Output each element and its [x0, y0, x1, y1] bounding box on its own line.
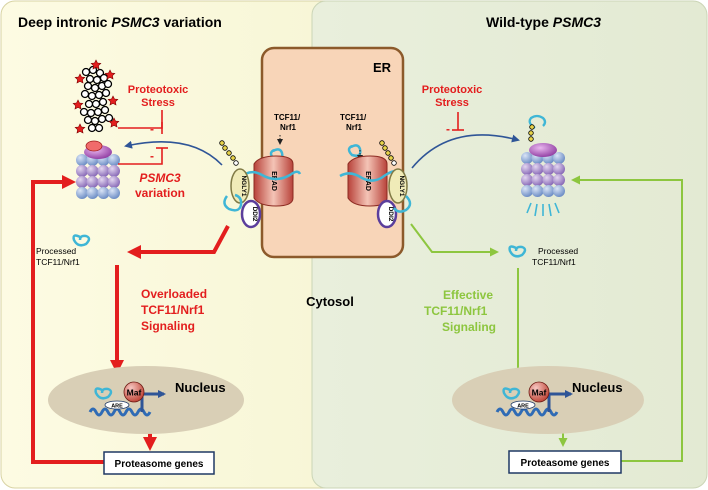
svg-text:TCF11/Nrf1: TCF11/Nrf1 [532, 257, 576, 267]
svg-text:DDI2: DDI2 [251, 207, 258, 222]
degradation-arrow-right [411, 134, 520, 169]
effective-signaling-label: Effective TCF11/Nrf1 Signaling [424, 288, 496, 334]
svg-text:Processed: Processed [538, 246, 578, 256]
svg-text:TCF11/Nrf1: TCF11/Nrf1 [424, 304, 488, 318]
tcf11-cytosol-left [223, 193, 243, 212]
svg-text:TCF11/: TCF11/ [340, 113, 367, 122]
erad-left: ERAD [239, 155, 302, 207]
svg-text:Signaling: Signaling [141, 319, 195, 333]
svg-text:Processed: Processed [36, 246, 76, 256]
svg-text:-: - [446, 122, 450, 136]
tcf11-cytosol-right [392, 195, 412, 213]
svg-text:PSMC3: PSMC3 [139, 171, 181, 185]
svg-text:Proteotoxic: Proteotoxic [422, 84, 483, 96]
svg-text:DDI2: DDI2 [387, 207, 394, 222]
nucleus-left: Nucleus Maf ARE [48, 366, 244, 434]
degradation-arrow-left [124, 140, 223, 166]
svg-text:Signaling: Signaling [442, 320, 496, 334]
glycan-chain-right [379, 140, 397, 166]
svg-text:ARE: ARE [111, 403, 123, 409]
svg-text:TCF11/: TCF11/ [274, 113, 301, 122]
ddi2-left: DDI2 [240, 199, 262, 229]
svg-text:TCF11/Nrf1: TCF11/Nrf1 [36, 257, 80, 267]
tcf11-er-right: TCF11/ Nrf1 [340, 113, 367, 161]
right-panel-title: Wild-type PSMC3 [486, 14, 601, 30]
left-panel-title: Deep intronic PSMC3 variation [18, 14, 222, 30]
processed-tcf11-left: Processed TCF11/Nrf1 [36, 234, 91, 267]
svg-text:Nucleus: Nucleus [572, 380, 623, 395]
svg-text:Nrf1: Nrf1 [280, 123, 297, 132]
cytosol-label: Cytosol [306, 294, 354, 309]
svg-text:Maf: Maf [127, 388, 142, 398]
proteasome-right [521, 114, 565, 217]
proteotoxic-stress-right: Proteotoxic Stress - [422, 84, 483, 136]
svg-text:Overloaded: Overloaded [141, 287, 207, 301]
svg-text:-: - [150, 122, 154, 136]
overloaded-pathway-arrows [31, 175, 230, 464]
proteasome-left [76, 140, 120, 199]
svg-text:TCF11/Nrf1: TCF11/Nrf1 [141, 303, 205, 317]
svg-text:Maf: Maf [532, 388, 547, 398]
svg-text:Effective: Effective [443, 288, 493, 302]
overloaded-signaling-label: Overloaded TCF11/Nrf1 Signaling [141, 287, 207, 333]
processed-tcf11-right: Processed TCF11/Nrf1 [508, 245, 578, 267]
svg-text:Proteasome genes: Proteasome genes [115, 459, 204, 470]
proteasome-genes-box-left: Proteasome genes [103, 451, 215, 475]
svg-text:-: - [150, 149, 154, 163]
svg-text:Proteasome genes: Proteasome genes [521, 458, 610, 469]
svg-text:NGLY1: NGLY1 [398, 175, 405, 196]
svg-text:Stress: Stress [141, 97, 175, 109]
psmc3-variation-label: PSMC3 variation [135, 171, 185, 200]
glycan-chain-left [219, 140, 239, 166]
ngly1-right: NGLY1 [388, 168, 408, 204]
proteasome-genes-box-right: Proteasome genes [508, 450, 622, 474]
nucleus-right: Nucleus Maf ARE [452, 366, 644, 434]
variation-inhibition: - [118, 147, 168, 165]
ddi2-right: DDI2 [376, 199, 398, 229]
svg-text:Proteotoxic: Proteotoxic [128, 84, 189, 96]
protein-aggregate [72, 59, 120, 134]
proteotoxic-stress-left: Proteotoxic Stress - [118, 84, 188, 136]
svg-text:NGLY1: NGLY1 [240, 175, 247, 196]
svg-text:Nrf1: Nrf1 [346, 123, 363, 132]
svg-text:ERAD: ERAD [270, 171, 277, 191]
svg-text:ARE: ARE [517, 403, 529, 409]
svg-text:Stress: Stress [435, 97, 469, 109]
svg-text:Nucleus: Nucleus [175, 380, 226, 395]
er-label: ER [373, 60, 392, 75]
svg-text:variation: variation [135, 186, 185, 200]
